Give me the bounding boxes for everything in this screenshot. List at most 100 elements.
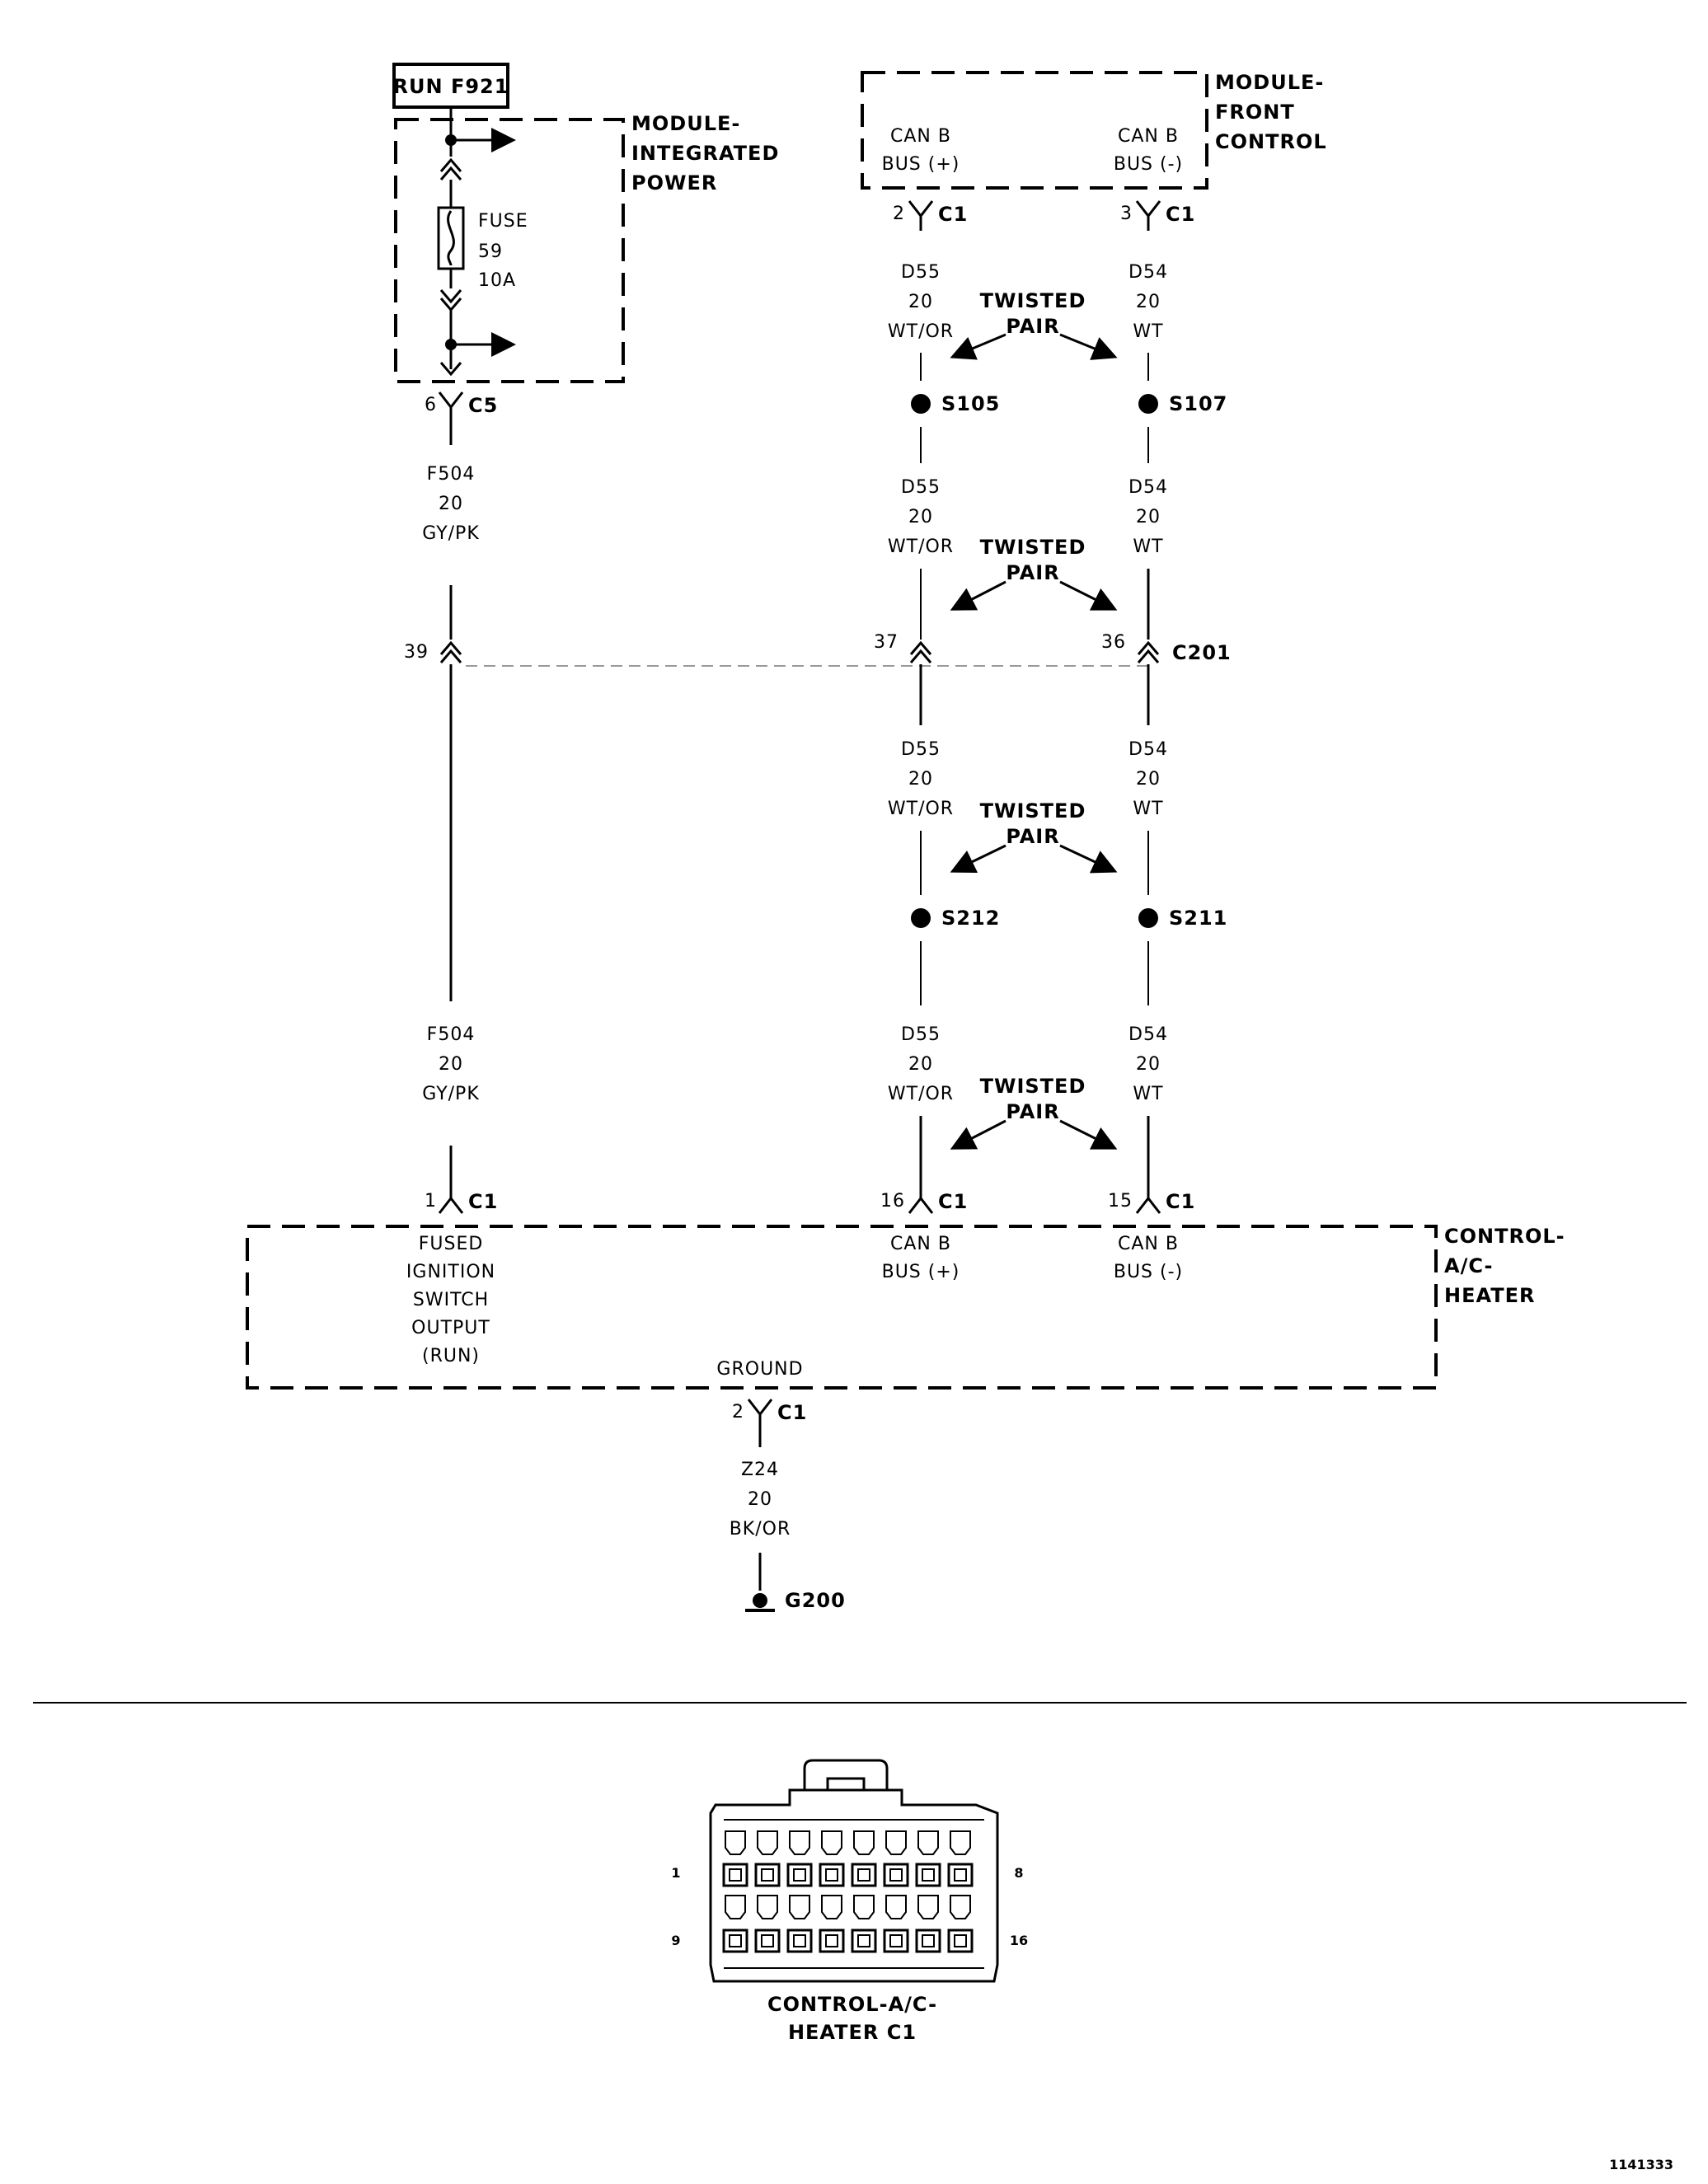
connector-c201: 39 37 36 C201 xyxy=(404,632,1231,667)
svg-text:WT: WT xyxy=(1133,799,1163,819)
svg-text:PAIR: PAIR xyxy=(1006,1100,1059,1123)
module-integrated-power-title-2: INTEGRATED xyxy=(631,142,779,165)
svg-text:1: 1 xyxy=(425,1191,437,1212)
c5-pin: 6 xyxy=(425,395,437,415)
svg-text:WT/OR: WT/OR xyxy=(888,321,954,342)
svg-text:20: 20 xyxy=(439,1054,463,1075)
svg-text:20: 20 xyxy=(439,494,463,514)
module-front-control-title-2: FRONT xyxy=(1215,101,1295,124)
cavity-latch xyxy=(821,1895,842,1919)
cavity-latch xyxy=(917,1895,939,1919)
pin-label-16: 16 xyxy=(1010,1933,1028,1948)
cavity xyxy=(786,1863,813,1887)
svg-text:WT: WT xyxy=(1133,537,1163,557)
c201-pin-36: 36 xyxy=(1101,632,1126,653)
module-front-control: MODULE- FRONT CONTROL CAN B BUS (+) CAN … xyxy=(861,71,1326,190)
cavity-terminal xyxy=(889,1934,903,1947)
fuse-59-symbol xyxy=(437,206,465,270)
svg-text:D55: D55 xyxy=(901,262,941,283)
svg-text:F504: F504 xyxy=(427,464,476,485)
svg-text:3: 3 xyxy=(1120,204,1133,224)
cavity-latch xyxy=(757,1895,778,1919)
svg-text:20: 20 xyxy=(1136,292,1161,312)
svg-text:Z24: Z24 xyxy=(741,1460,779,1480)
svg-text:S211: S211 xyxy=(1169,907,1227,930)
connector-c1-pin16: 16 C1 xyxy=(880,1182,967,1215)
svg-text:(RUN): (RUN) xyxy=(422,1346,480,1366)
wire-d54-seg4: D54 20 WT xyxy=(1128,1024,1167,1104)
cavity-latch xyxy=(757,1830,778,1855)
cavity-terminal xyxy=(922,1934,935,1947)
cavity-terminal xyxy=(922,1868,935,1882)
svg-text:WT: WT xyxy=(1133,1084,1163,1104)
connector-face-view: 1 8 9 16 CONTROL-A/C- HEATER C1 xyxy=(671,1759,1028,2044)
svg-text:C1: C1 xyxy=(777,1401,807,1424)
wire-z24: Z24 20 BK/OR xyxy=(730,1460,791,1540)
control-ac-heater-title-3: HEATER xyxy=(1444,1284,1535,1307)
cavity-latch xyxy=(821,1830,842,1855)
svg-text:GY/PK: GY/PK xyxy=(422,523,480,544)
ground-icon xyxy=(753,1593,767,1608)
cavity-terminal xyxy=(761,1868,774,1882)
wire-d54-seg3: D54 20 WT xyxy=(1128,739,1168,819)
fuse-label-3: 10A xyxy=(478,270,516,291)
cavity-latch xyxy=(853,1895,875,1919)
cavity-terminal xyxy=(729,1868,742,1882)
cavity-terminal xyxy=(761,1934,774,1947)
connector-c5: 6 C5 xyxy=(425,391,497,424)
svg-text:20: 20 xyxy=(908,769,933,790)
svg-text:G200: G200 xyxy=(785,1589,846,1612)
svg-text:TWISTED: TWISTED xyxy=(980,289,1086,312)
svg-text:20: 20 xyxy=(748,1489,772,1510)
cavity-terminal xyxy=(889,1868,903,1882)
svg-text:C1: C1 xyxy=(938,203,968,226)
pin-label-1: 1 xyxy=(671,1865,680,1881)
svg-text:20: 20 xyxy=(908,1054,933,1075)
pin-label-9: 9 xyxy=(671,1933,680,1948)
splice-s105: S105 xyxy=(911,392,999,415)
svg-text:TWISTED: TWISTED xyxy=(980,799,1086,823)
splice-s107: S107 xyxy=(1138,392,1227,415)
cavity-terminal xyxy=(954,1868,967,1882)
module-integrated-power-title-1: MODULE- xyxy=(631,112,740,135)
wire-f504-lower: F504 20 GY/PK xyxy=(422,1024,479,1104)
cavity-latch xyxy=(725,1895,746,1919)
svg-text:S107: S107 xyxy=(1169,392,1227,415)
connector-c1-pin2-top: 2 C1 xyxy=(893,199,968,232)
connector-view-title-1: CONTROL-A/C- xyxy=(767,1993,937,2016)
wire-f504-upper: F504 20 GY/PK xyxy=(422,464,480,544)
svg-text:F504: F504 xyxy=(427,1024,476,1045)
cavity-latch xyxy=(789,1830,810,1855)
svg-text:BK/OR: BK/OR xyxy=(730,1519,791,1540)
wire-d55-seg4: D55 20 WT/OR xyxy=(888,1024,953,1104)
svg-text:20: 20 xyxy=(908,292,933,312)
pin-label-8: 8 xyxy=(1014,1865,1023,1881)
svg-text:D54: D54 xyxy=(1128,262,1168,283)
ground-g200: G200 xyxy=(745,1589,846,1612)
svg-text:2: 2 xyxy=(893,204,905,224)
svg-text:IGNITION: IGNITION xyxy=(406,1262,495,1282)
control-ac-heater-title-2: A/C- xyxy=(1444,1254,1493,1277)
svg-text:PAIR: PAIR xyxy=(1006,825,1059,848)
svg-text:CAN B: CAN B xyxy=(890,1234,951,1254)
cavity-latch xyxy=(725,1830,746,1855)
svg-text:C1: C1 xyxy=(468,1190,498,1213)
svg-text:TWISTED: TWISTED xyxy=(980,536,1086,559)
cavity xyxy=(754,1929,781,1953)
svg-text:D54: D54 xyxy=(1128,739,1168,760)
cavity-latch xyxy=(885,1830,907,1855)
svg-text:D55: D55 xyxy=(901,477,941,498)
control-ac-heater-title-1: CONTROL- xyxy=(1444,1225,1565,1248)
cavity-latch xyxy=(853,1830,875,1855)
cavity-terminal xyxy=(793,1934,806,1947)
svg-text:15: 15 xyxy=(1108,1191,1133,1212)
cavity-latch xyxy=(789,1895,810,1919)
twisted-pair-4: TWISTED PAIR xyxy=(950,1075,1118,1150)
svg-text:BUS (-): BUS (-) xyxy=(1114,1262,1183,1282)
c201-pin-39: 39 xyxy=(404,642,429,663)
figure-id: 1141333 xyxy=(1609,2157,1673,2172)
svg-text:WT/OR: WT/OR xyxy=(888,799,954,819)
wire-d54-seg2: D54 20 WT xyxy=(1128,477,1167,557)
cavity xyxy=(754,1863,781,1887)
